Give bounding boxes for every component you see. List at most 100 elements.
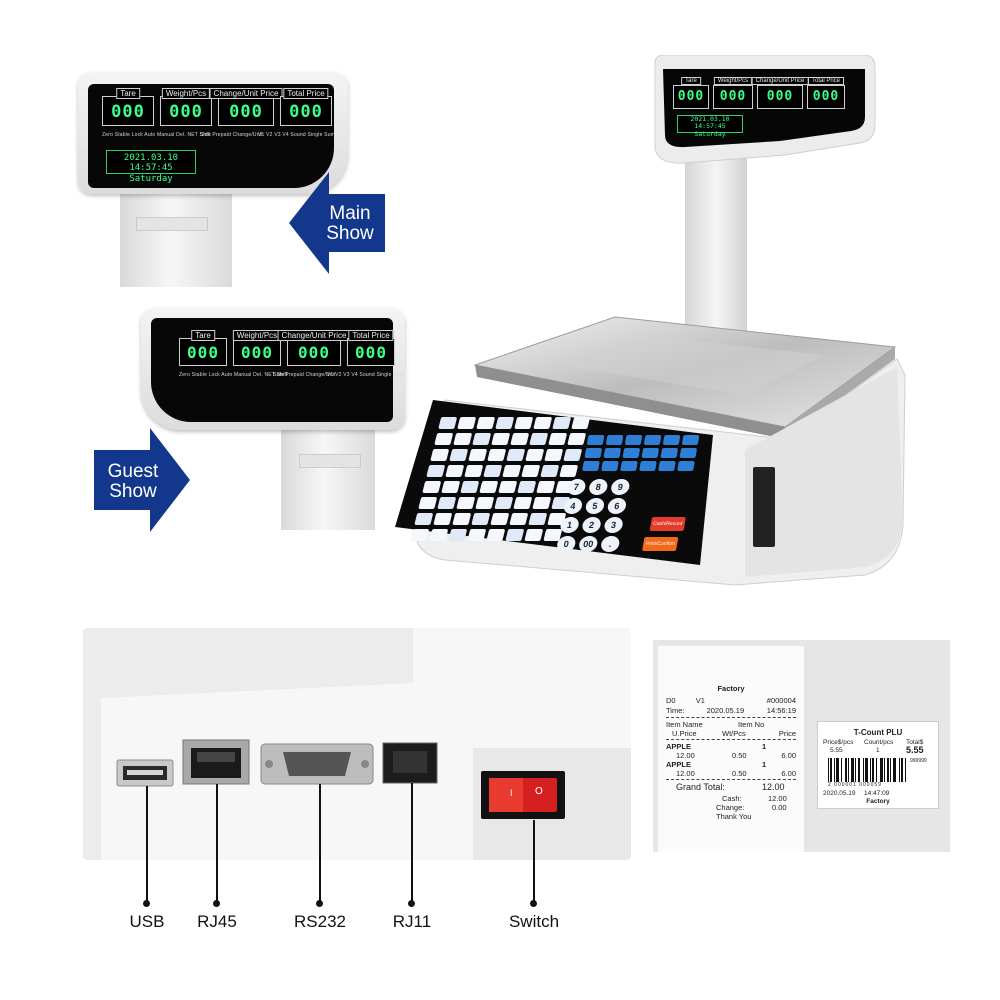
number-key[interactable]: 2 xyxy=(581,517,603,533)
plu-key[interactable] xyxy=(528,513,548,525)
plu-key[interactable] xyxy=(475,497,495,509)
plu-key[interactable] xyxy=(552,417,572,429)
plu-key[interactable] xyxy=(467,529,487,541)
plu-key[interactable] xyxy=(476,417,496,429)
plu-key[interactable] xyxy=(437,497,457,509)
function-key[interactable] xyxy=(584,448,603,458)
plu-key[interactable] xyxy=(429,529,449,541)
receipt-store: Factory xyxy=(717,684,745,693)
plu-key[interactable] xyxy=(525,449,545,461)
plu-key[interactable] xyxy=(471,513,491,525)
number-key[interactable]: . xyxy=(599,536,621,552)
label-col3: Total$ xyxy=(906,739,924,746)
function-key[interactable] xyxy=(620,461,638,471)
plu-key[interactable] xyxy=(548,433,568,445)
plu-key[interactable] xyxy=(468,449,488,461)
plu-key[interactable] xyxy=(505,529,525,541)
plu-key[interactable] xyxy=(456,497,476,509)
plu-key[interactable] xyxy=(460,481,480,493)
plu-key[interactable] xyxy=(479,481,499,493)
print-confirm-key[interactable]: Print/Confirm xyxy=(642,537,679,551)
cash-record-key[interactable]: Cash/Record xyxy=(649,517,687,531)
plu-key[interactable] xyxy=(441,481,461,493)
plu-key[interactable] xyxy=(449,449,469,461)
function-key[interactable] xyxy=(622,448,641,458)
number-key[interactable]: 4 xyxy=(562,498,584,514)
plu-key[interactable] xyxy=(457,417,477,429)
number-key[interactable]: 00 xyxy=(577,536,599,552)
function-key[interactable] xyxy=(641,448,660,458)
plu-key[interactable] xyxy=(506,449,526,461)
plu-key[interactable] xyxy=(533,417,553,429)
number-key[interactable]: 5 xyxy=(584,498,606,514)
function-key[interactable] xyxy=(662,435,681,445)
label-price: 5.55 xyxy=(830,747,843,754)
plu-key[interactable] xyxy=(529,433,549,445)
number-key[interactable]: 3 xyxy=(603,517,625,533)
plu-key[interactable] xyxy=(453,433,473,445)
barcode-bar xyxy=(851,758,854,782)
plu-key[interactable] xyxy=(472,433,492,445)
number-key[interactable]: 8 xyxy=(587,479,609,495)
function-key[interactable] xyxy=(582,461,600,471)
number-key[interactable]: 1 xyxy=(559,517,581,533)
plu-key[interactable] xyxy=(502,465,522,477)
plu-key[interactable] xyxy=(448,529,468,541)
unit-price-digits: 000 xyxy=(766,89,794,104)
plu-key[interactable] xyxy=(490,513,510,525)
plu-key[interactable] xyxy=(521,465,541,477)
plu-key[interactable] xyxy=(445,465,465,477)
barcode-bar xyxy=(858,758,860,782)
plu-key[interactable] xyxy=(418,497,438,509)
plu-key[interactable] xyxy=(486,529,506,541)
plu-key[interactable] xyxy=(426,465,446,477)
plu-key[interactable] xyxy=(509,513,529,525)
plu-key[interactable] xyxy=(487,449,507,461)
function-key[interactable] xyxy=(603,448,622,458)
plu-key[interactable] xyxy=(422,481,442,493)
plu-key[interactable] xyxy=(524,529,544,541)
function-key[interactable] xyxy=(605,435,624,445)
plu-key[interactable] xyxy=(510,433,530,445)
plu-key[interactable] xyxy=(494,497,514,509)
number-key[interactable]: 0 xyxy=(555,536,577,552)
plu-key[interactable] xyxy=(410,529,430,541)
plu-key[interactable] xyxy=(433,513,453,525)
function-key[interactable] xyxy=(658,461,676,471)
label-code: 999999 xyxy=(910,758,927,764)
number-key[interactable]: 6 xyxy=(606,498,628,514)
function-key[interactable] xyxy=(643,435,662,445)
plu-key[interactable] xyxy=(540,465,560,477)
number-key[interactable]: 7 xyxy=(565,479,587,495)
number-key[interactable]: 9 xyxy=(609,479,631,495)
tare-label: Tare xyxy=(681,77,701,85)
plu-key[interactable] xyxy=(434,433,454,445)
receipt-h-item-name: Item Name xyxy=(666,720,703,729)
plu-key[interactable] xyxy=(430,449,450,461)
plu-key[interactable] xyxy=(464,465,484,477)
function-key[interactable] xyxy=(601,461,619,471)
function-key[interactable] xyxy=(677,461,695,471)
plu-key[interactable] xyxy=(438,417,458,429)
plu-key[interactable] xyxy=(495,417,515,429)
plu-key[interactable] xyxy=(536,481,556,493)
function-key[interactable] xyxy=(681,435,700,445)
plu-key[interactable] xyxy=(513,497,533,509)
function-key[interactable] xyxy=(639,461,657,471)
plu-key[interactable] xyxy=(532,497,552,509)
plu-key[interactable] xyxy=(491,433,511,445)
function-key[interactable] xyxy=(660,448,679,458)
plu-key[interactable] xyxy=(452,513,472,525)
plu-key[interactable] xyxy=(483,465,503,477)
function-key[interactable] xyxy=(624,435,643,445)
plu-key[interactable] xyxy=(517,481,537,493)
plu-key[interactable] xyxy=(544,449,564,461)
plu-key[interactable] xyxy=(571,417,591,429)
plu-key[interactable] xyxy=(414,513,434,525)
function-key[interactable] xyxy=(586,435,605,445)
function-key[interactable] xyxy=(679,448,698,458)
plu-key[interactable] xyxy=(514,417,534,429)
label-count: 1 xyxy=(876,747,880,754)
plu-key[interactable] xyxy=(498,481,518,493)
